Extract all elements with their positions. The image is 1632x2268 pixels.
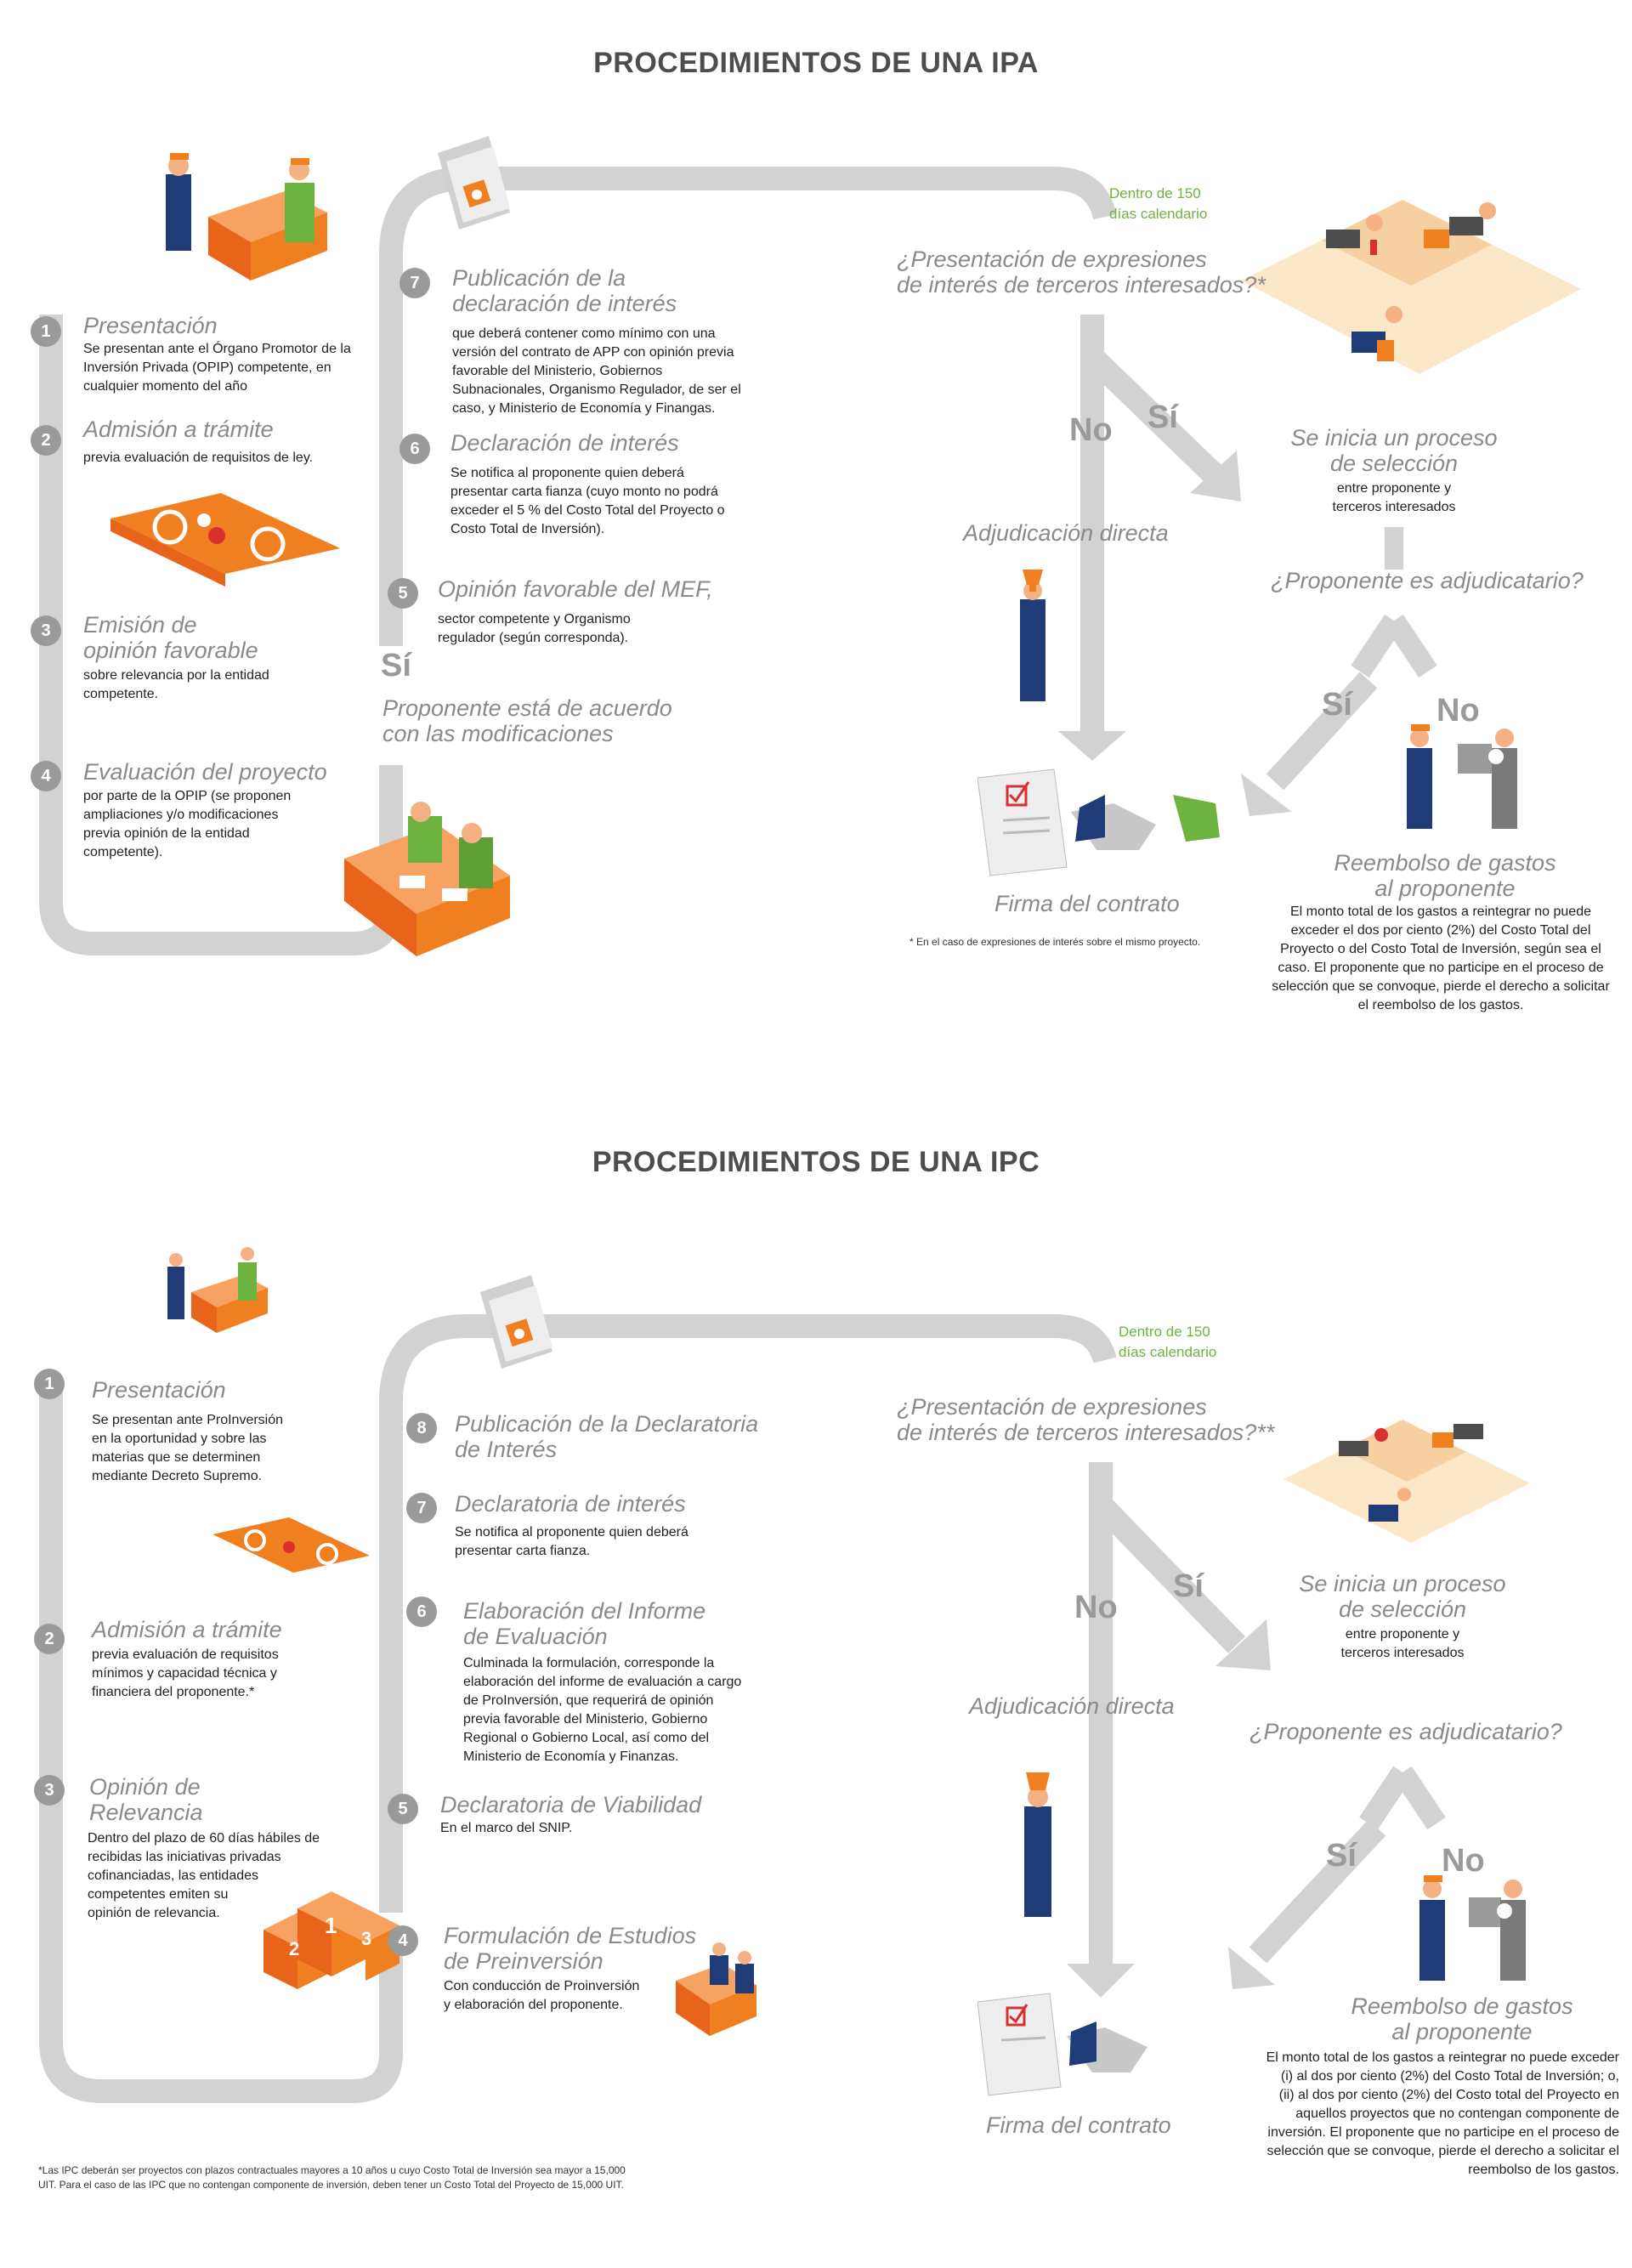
ipa-step-2-number: 2 [31,425,61,456]
ipa-step-2-desc: previa evaluación de requisitos de ley. [83,451,314,465]
ipa-step-4-number: 4 [31,761,61,791]
podium-third: 3 [361,1928,372,1949]
ipc-step-6-desc: Culminada la formulación, corresponde la… [463,1656,742,1764]
ipa-inicia-proceso-title: Se inicia un proceso de selección [1290,425,1498,476]
ipc-step-4-desc: Con conducción de Proinversión y elabora… [444,1979,640,2012]
ipa-step-1-number: 1 [31,316,61,347]
ipa-step-4-title: Evaluación del proyecto [83,759,327,785]
ipa-presentacion-question: ¿Presentación de expresiones de interés … [897,247,1266,298]
ipc-step-2-title: Admisión a trámite [92,1617,282,1642]
ipc-step-5-number: 5 [388,1794,418,1824]
contract-handshake-illustration [977,768,1220,876]
evaluation-desk-illustration [344,802,510,956]
ipc-reimbursement-illustration [1420,1875,1526,1981]
ipc-proponente-question: ¿Proponente es adjudicatario? [1250,1719,1562,1744]
ipa-adjudicacion-directa: Adjudicación directa [963,520,1169,546]
ipc-reembolso-desc: El monto total de los gastos a reintegra… [1266,2050,1619,2177]
ipc-competitors-illustration [1284,1420,1530,1543]
ipa-step-7-number: 7 [400,268,430,298]
ipc-no-label-2: No [1442,1843,1485,1879]
ipc-step-1-desc: Se presentan ante ProInversión en la opo… [92,1413,284,1483]
ipc-si-label-2: Sí [1326,1838,1357,1874]
ipa-no-label: No [1069,412,1113,448]
ipc-inicia-proceso-desc: entre proponente y terceros interesados [1340,1627,1465,1660]
ipc-inicia-proceso-title: Se inicia un proceso de selección [1299,1571,1506,1622]
ipc-title: PROCEDIMIENTOS DE UNA IPC [592,1146,1040,1178]
trophy-winner-illustration [1020,570,1046,701]
ipc-step-6-title: Elaboración del Informe de Evaluación [463,1598,706,1649]
reimbursement-illustration [1407,724,1517,829]
meeting-illustration [166,153,327,281]
gears-map-illustration [110,493,340,587]
ipa-reembolso-desc: El monto total de los gastos a reintegra… [1272,904,1610,1012]
ipc-step-7-number: 7 [406,1493,437,1523]
ipa-step-5-desc: sector competente y Organismo regulador … [438,612,631,645]
ipc-step-1-number: 1 [34,1369,65,1399]
ipa-si-label: Sí [381,648,411,683]
ipa-dentro-150: Dentro de 150 días calendario [1109,185,1208,222]
ipa-step-2-title: Admisión a trámite [83,417,274,442]
ipa-step-1-desc: Se presentan ante el Órgano Promotor de … [83,342,351,394]
ipc-step-3-title: Opinión de Relevancia [89,1774,203,1825]
ipc-step-3-desc: Dentro del plazo de 60 días hábiles de r… [88,1831,320,1920]
ipc-step-1-title: Presentación [92,1377,226,1403]
ipc-trophy-winner-illustration [1024,1772,1051,1917]
ipc-step-4-number: 4 [388,1925,418,1956]
ipc-step-3-number: 3 [34,1775,65,1806]
ipa-step-5-title: Opinión favorable del MEF, [438,576,713,602]
ipa-title: PROCEDIMIENTOS DE UNA IPA [593,47,1039,79]
ipa-reembolso-title: Reembolso de gastos al proponente [1334,850,1556,901]
ipa-step-1-title: Presentación [83,313,218,338]
ipc-gears-map-illustration [212,1517,370,1573]
ipc-step-2-number: 2 [34,1624,65,1654]
ipc-adjudicacion-directa: Adjudicación directa [969,1693,1175,1719]
ipc-desk-illustration [676,1942,756,2036]
ipc-step-8-number: 8 [406,1413,437,1443]
ipc-meeting-illustration [167,1247,268,1333]
ipa-step-4-desc: por parte de la OPIP (se proponen amplia… [83,789,292,859]
ipc-step-7-title: Declaratoria de interés [455,1491,686,1517]
ipa-si-label-3: Sí [1322,687,1352,723]
ipc-reembolso-title: Reembolso de gastos al proponente [1351,1993,1573,2044]
ipa-footnote: * En el caso de expresiones de interés s… [910,936,1201,948]
ipc-si-label: Sí [1173,1568,1204,1604]
ipc-step-5-desc: En el marco del SNIP. [440,1821,573,1835]
ipa-step-3-number: 3 [31,615,61,646]
ipc-step-6-number: 6 [406,1596,437,1627]
ipc-step-2-desc: previa evaluación de requisitos mínimos … [92,1647,279,1699]
ipc-step-7-desc: Se notifica al proponente quien deberá p… [455,1525,688,1558]
ipa-step-7-desc: que deberá contener como mínimo con una … [452,326,741,416]
ipc-footnote: *Las IPC deberán ser proyectos con plazo… [38,2164,626,2191]
ipa-proponente-question: ¿Proponente es adjudicatario? [1271,568,1584,593]
ipc-presentacion-question: ¿Presentación de expresiones de interés … [897,1394,1275,1445]
ipa-proponente-acuerdo: Proponente está de acuerdo con las modif… [382,695,672,746]
ipa-si-label-2: Sí [1148,400,1178,435]
ipa-firma-contrato: Firma del contrato [994,891,1180,916]
ipa-step-5-number: 5 [388,578,418,609]
ipc-newspaper-illustration [480,1275,552,1369]
newspaper-illustration [438,136,510,230]
ipc-dentro-150: Dentro de 150 días calendario [1119,1324,1217,1360]
ipa-step-6-number: 6 [400,434,430,464]
ipa-no-label-2: No [1436,693,1480,729]
ipc-contract-handshake-illustration [977,1993,1148,2096]
ipc-step-4-title: Formulación de Estudios de Preinversión [444,1923,697,1974]
podium-first: 1 [325,1913,337,1938]
ipa-step-7-title: Publicación de la declaración de interés [452,265,677,316]
ipa-inicia-proceso-desc: entre proponente y terceros interesados [1332,481,1456,514]
ipa-step-6-title: Declaración de interés [450,430,679,456]
podium-second: 2 [289,1938,300,1959]
ipc-firma-contrato: Firma del contrato [986,2112,1171,2138]
competitors-illustration [1241,200,1581,374]
ipa-step-6-desc: Se notifica al proponente quien deberá p… [450,466,725,536]
ipa-step-3-title: Emisión de opinión favorable [83,612,258,663]
ipc-no-label: No [1074,1590,1118,1625]
ipa-step-3-desc: sobre relevancia por la entidad competen… [83,668,269,701]
ipc-step-8-title: Publicación de la Declaratoria de Interé… [455,1411,759,1462]
ipc-step-5-title: Declaratoria de Viabilidad [440,1792,702,1817]
